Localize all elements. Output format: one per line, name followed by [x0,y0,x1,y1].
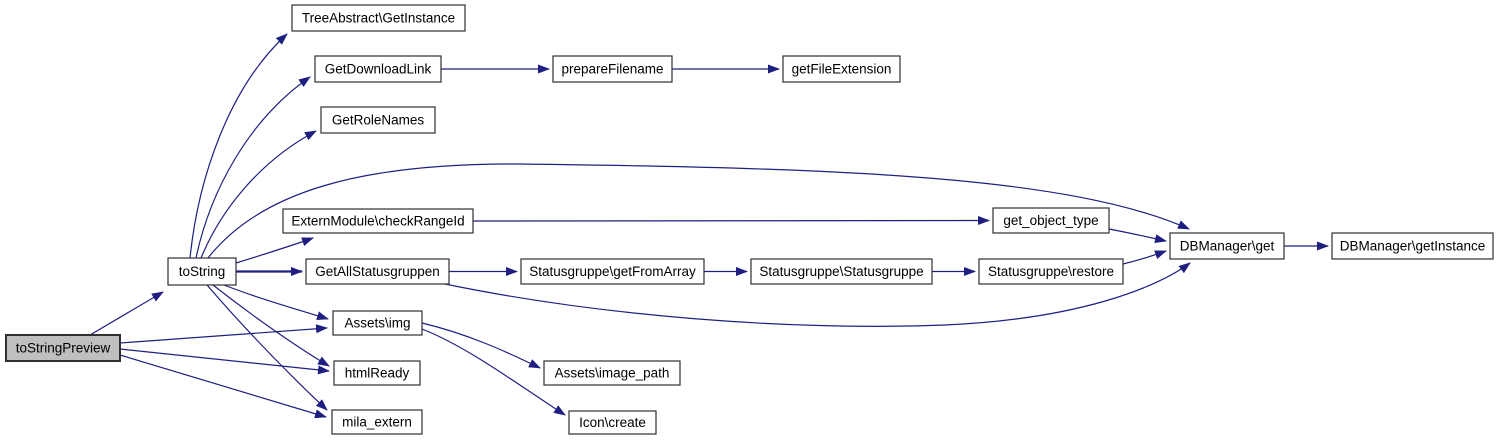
node-label: Assets\image_path [555,366,670,381]
edge-ts-tree [189,33,288,259]
node-box[interactable] [992,207,1110,234]
node-box[interactable] [782,55,901,83]
edge-ts-mila [206,284,328,411]
edge-tsp-html [119,348,330,375]
node-box[interactable] [520,258,705,285]
edge-ts-emc [235,237,314,264]
edge-ts-html [212,284,330,367]
node-label: get_object_type [1003,213,1098,228]
node-box[interactable] [314,55,442,83]
node-box[interactable] [543,360,681,386]
node-icr[interactable]: Icon\create [568,410,657,435]
node-gfe[interactable]: getFileExtension [782,55,901,83]
node-label: getFileExtension [792,62,892,77]
node-label: Statusgruppe\restore [988,264,1114,279]
node-box[interactable] [1169,232,1285,260]
edge-tsp-mila [119,354,327,419]
node-ss[interactable]: Statusgruppe\Statusgruppe [750,258,933,285]
node-label: DBManager\getInstance [1340,239,1486,254]
node-label: toString [179,264,226,279]
node-label: Statusgruppe\Statusgruppe [759,264,923,279]
node-gdl[interactable]: GetDownloadLink [314,55,442,83]
node-box[interactable] [5,334,121,362]
node-tsp[interactable]: toStringPreview [5,334,121,362]
edge-ts-dbg [207,163,1190,259]
edge-ts-gdl [195,76,311,259]
edge-emc-got [472,216,990,226]
node-label: DBManager\get [1180,239,1275,254]
node-label: prepareFilename [561,62,663,77]
node-box[interactable] [282,208,474,234]
node-dbgi[interactable]: DBManager\getInstance [1331,232,1494,260]
node-label: GetDownloadLink [325,62,432,77]
node-box[interactable] [552,55,673,83]
node-mila[interactable]: mila_extern [331,409,423,435]
node-box[interactable] [1331,232,1494,260]
node-dbg[interactable]: DBManager\get [1169,232,1285,260]
node-label: Statusgruppe\getFromArray [529,264,696,279]
node-box[interactable] [568,410,657,435]
edge-sr-dbg [1122,250,1167,265]
node-box[interactable] [332,310,423,336]
node-sr[interactable]: Statusgruppe\restore [978,258,1124,285]
node-grn[interactable]: GetRoleNames [320,106,436,134]
node-tree[interactable]: TreeAbstract\GetInstance [291,4,466,32]
edge-tsp-ts [89,291,164,336]
node-label: GetRoleNames [332,113,425,128]
edge-img-icr [421,328,566,416]
node-label: ExternModule\checkRangeId [291,214,464,229]
node-box[interactable] [978,258,1124,285]
node-got[interactable]: get_object_type [992,207,1110,234]
node-label: TreeAbstract\GetInstance [302,11,455,26]
node-box[interactable] [291,4,466,32]
node-label: mila_extern [342,415,412,430]
node-pf[interactable]: prepareFilename [552,55,673,83]
node-box[interactable] [750,258,933,285]
node-sgfa[interactable]: Statusgruppe\getFromArray [520,258,705,285]
edge-got-dbg [1108,228,1167,244]
node-label: Assets\img [344,316,410,331]
edge-tsp-img [119,324,328,344]
node-label: GetAllStatusgruppen [315,264,440,279]
node-box[interactable] [320,106,436,134]
node-emc[interactable]: ExternModule\checkRangeId [282,208,474,234]
node-img[interactable]: Assets\img [332,310,423,336]
edge-img-aip [421,322,541,369]
node-box[interactable] [331,409,423,435]
node-ts[interactable]: toString [167,257,237,286]
node-box[interactable] [333,360,421,386]
edge-ts-img [223,284,329,321]
node-box[interactable] [167,257,237,286]
node-box[interactable] [305,258,450,285]
node-gas[interactable]: GetAllStatusgruppen [305,258,450,285]
node-aip[interactable]: Assets\image_path [543,360,681,386]
node-html[interactable]: htmlReady [333,360,421,386]
node-label: toStringPreview [16,341,111,356]
node-label: Icon\create [579,415,646,430]
edge-gas-dbg [444,262,1191,327]
node-label: htmlReady [345,366,410,381]
edge-ts-grn [200,130,317,259]
